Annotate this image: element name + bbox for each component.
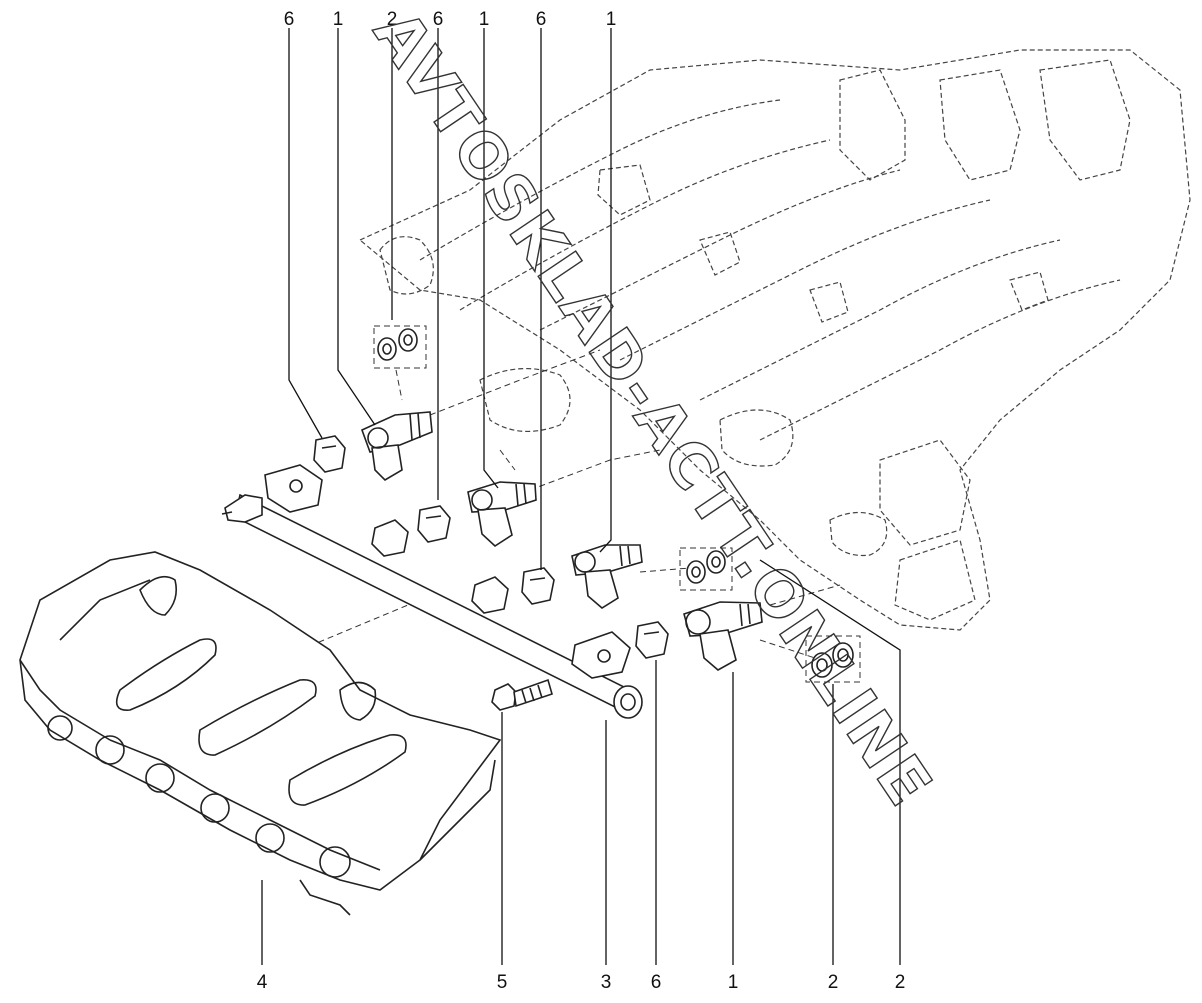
retaining-clip-a bbox=[313, 435, 346, 473]
callout-label: 6 bbox=[536, 9, 547, 30]
o-ring-seals-c bbox=[805, 635, 861, 683]
retaining-clip-c bbox=[521, 567, 555, 605]
lower-intake-manifold bbox=[19, 551, 502, 916]
callout-label: 2 bbox=[828, 972, 839, 993]
callout-labels-top: 6 1 2 6 1 6 1 bbox=[284, 9, 617, 30]
fuel-rail bbox=[221, 464, 643, 719]
callout-label: 1 bbox=[728, 972, 739, 993]
intake-manifold-outline bbox=[358, 49, 1191, 631]
callout-label: 6 bbox=[284, 9, 295, 30]
callout-label: 1 bbox=[606, 9, 617, 30]
callout-labels-bottom: 4 5 3 6 1 2 2 bbox=[257, 972, 906, 993]
fuel-injector-c bbox=[571, 544, 643, 609]
fuel-injector-a bbox=[360, 411, 433, 482]
fuel-injector-b bbox=[467, 481, 537, 548]
callout-label: 1 bbox=[479, 9, 490, 30]
callout-label: 2 bbox=[387, 9, 398, 30]
retaining-clip-d bbox=[635, 621, 669, 659]
callout-label: 4 bbox=[257, 972, 268, 993]
retaining-clip-b bbox=[417, 505, 451, 543]
watermark-text: AVTOSKLAD-ACTT.ONLINE bbox=[360, 0, 947, 820]
callout-label: 5 bbox=[497, 972, 508, 993]
callout-label: 2 bbox=[895, 972, 906, 993]
o-ring-seals-b bbox=[679, 547, 733, 591]
watermark: AVTOSKLAD-ACTT.ONLINE bbox=[359, 0, 948, 820]
callout-label: 6 bbox=[433, 9, 444, 30]
mounting-bolt bbox=[491, 678, 553, 711]
o-ring-seals-a bbox=[373, 325, 427, 369]
leader-lines bbox=[261, 28, 901, 965]
callout-label: 6 bbox=[651, 972, 662, 993]
callout-label: 1 bbox=[333, 9, 344, 30]
assembly-guide-lines bbox=[299, 349, 841, 659]
callout-label: 3 bbox=[601, 972, 612, 993]
fuel-injector-d bbox=[683, 601, 763, 671]
